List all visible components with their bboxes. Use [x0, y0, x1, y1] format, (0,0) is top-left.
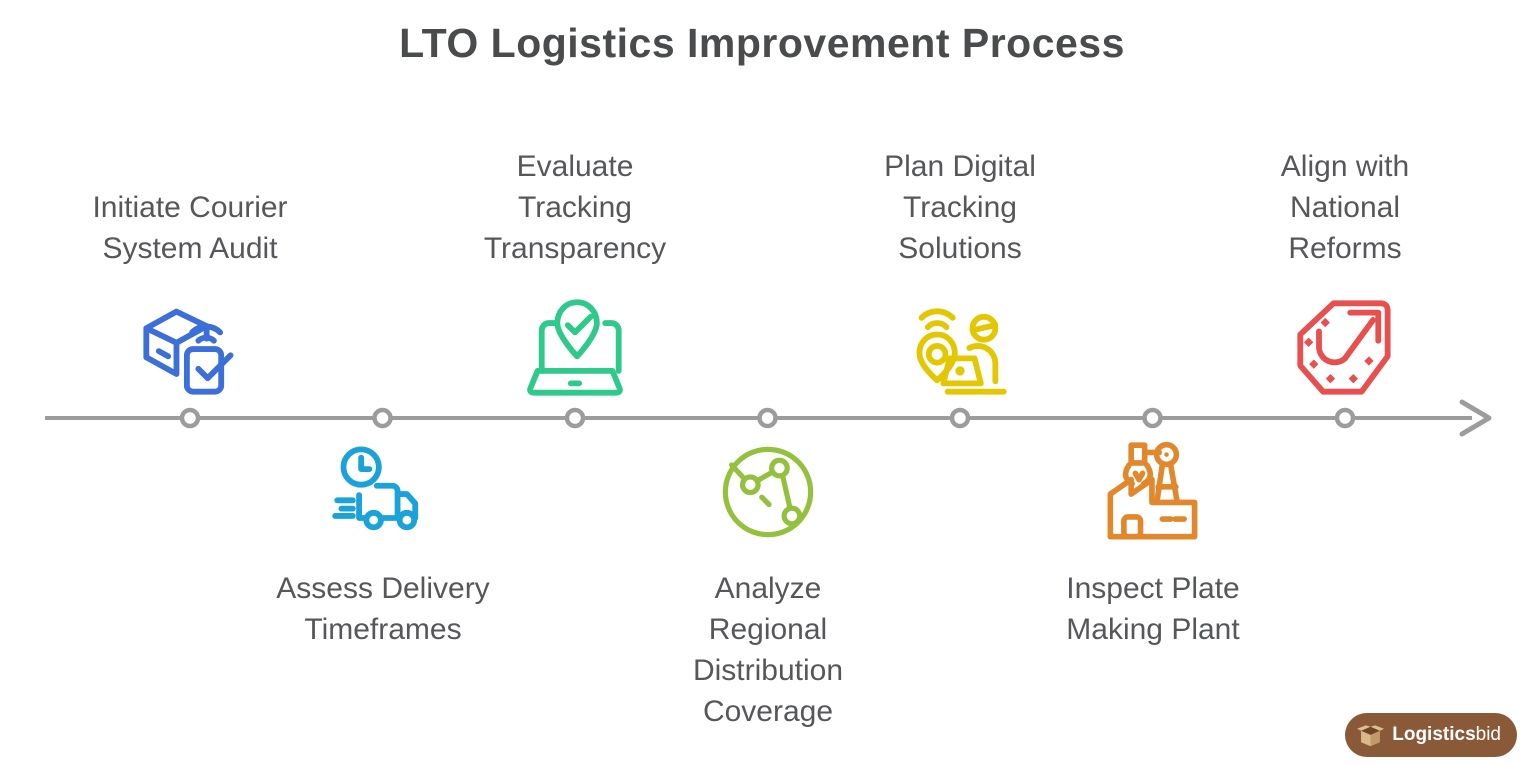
- timeline-axis: [45, 399, 1492, 437]
- logo-wordmark: Logisticsbid: [1392, 724, 1501, 745]
- timeline-node-2: [372, 407, 393, 429]
- step-label: Evaluate Tracking Transparency: [483, 149, 667, 265]
- laptop-location-check-icon: [523, 296, 627, 400]
- delivery-truck-clock-icon: [331, 440, 435, 544]
- step-analyze-regional-distribution-coverage: Analyze Regional Distribution Coverage: [598, 440, 938, 732]
- step-assess-delivery-timeframes: Assess Delivery Timeframes: [213, 440, 553, 650]
- step-plan-digital-tracking-solutions: Plan Digital Tracking Solutions: [790, 146, 1130, 400]
- step-label: Analyze Regional Distribution Coverage: [692, 572, 844, 729]
- step-label: Initiate Courier System Audit: [92, 190, 288, 265]
- timeline-arrowhead-icon: [1459, 399, 1492, 437]
- timeline-node-1: [179, 407, 201, 429]
- step-label: Inspect Plate Making Plant: [1066, 572, 1240, 647]
- timeline-node-7: [1334, 407, 1356, 429]
- step-inspect-plate-making-plant: Inspect Plate Making Plant: [983, 440, 1323, 650]
- timeline-node-4: [757, 407, 778, 429]
- step-label: Align with National Reforms: [1280, 149, 1410, 265]
- step-label: Assess Delivery Timeframes: [276, 572, 490, 647]
- step-evaluate-tracking-transparency: Evaluate Tracking Transparency: [405, 146, 745, 400]
- step-initiate-courier-system-audit: Initiate Courier System Audit: [20, 187, 360, 400]
- page-title: LTO Logistics Improvement Process: [399, 20, 1125, 66]
- step-label: Plan Digital Tracking Solutions: [884, 149, 1036, 265]
- timeline-node-5: [949, 407, 971, 429]
- timeline-node-3: [564, 407, 586, 429]
- package-scan-check-icon: [138, 296, 242, 400]
- reform-arrow-badge-icon: [1293, 296, 1397, 400]
- globe-network-icon: [716, 440, 820, 544]
- factory-robot-arm-icon: [1101, 440, 1205, 544]
- open-carton-box-icon: [1357, 724, 1385, 746]
- location-pin-person-laptop-icon: [908, 296, 1012, 400]
- step-align-with-national-reforms: Align with National Reforms: [1175, 146, 1515, 400]
- logisticsbid-logo: Logisticsbid: [1345, 713, 1517, 757]
- timeline-node-6: [1142, 407, 1163, 429]
